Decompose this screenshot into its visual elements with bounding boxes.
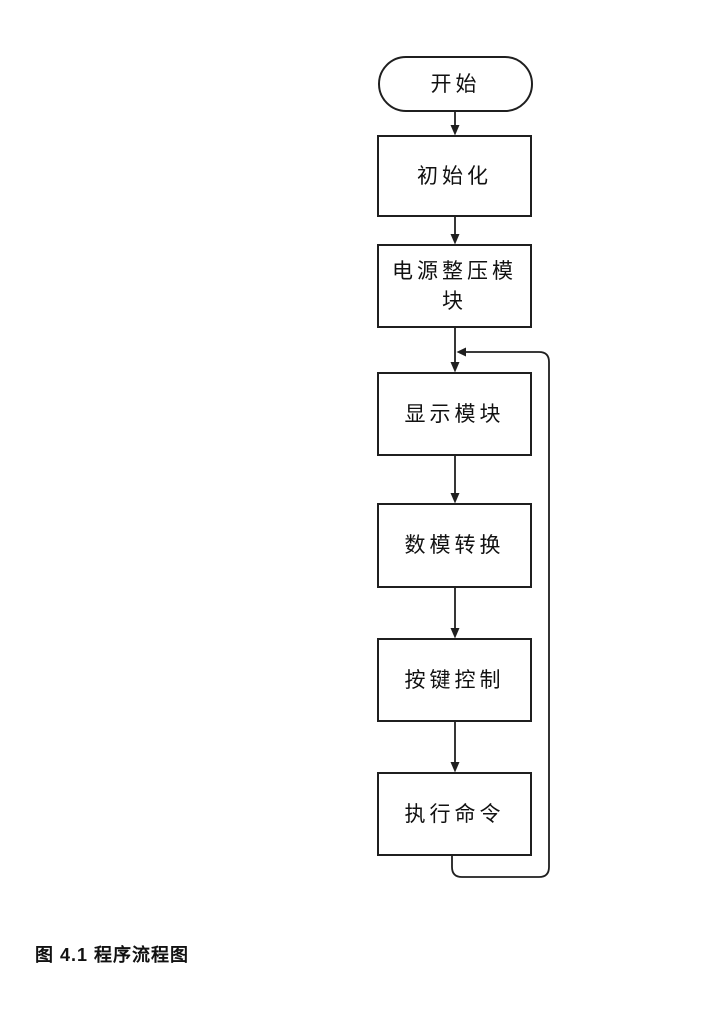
arrowhead-down-icon [450, 362, 460, 373]
flow-node-label: 显示模块 [404, 401, 505, 426]
flow-node-label: 执行命令 [404, 801, 505, 826]
flow-node-label: 按键控制 [404, 667, 505, 692]
arrowhead-left-icon [456, 347, 466, 357]
arrowhead-down-icon [450, 762, 460, 773]
flow-node-power-module: 电源整压模块 [377, 244, 532, 328]
flow-node-display-module: 显示模块 [377, 372, 532, 456]
flow-node-key-control: 按键控制 [377, 638, 532, 722]
flow-node-label: 电源整压模块 [392, 258, 517, 313]
flow-node-execute-command: 执行命令 [377, 772, 532, 856]
flow-node-label: 数模转换 [404, 533, 505, 558]
flow-node-dac: 数模转换 [377, 503, 532, 588]
arrowhead-down-icon [450, 125, 460, 136]
arrowhead-down-icon [450, 493, 460, 504]
flow-node-init: 初始化 [377, 135, 532, 217]
figure-caption: 图 4.1 程序流程图 [35, 945, 190, 965]
flow-node-label: 开始 [430, 71, 481, 96]
arrowhead-down-icon [450, 628, 460, 639]
arrowhead-down-icon [450, 234, 460, 245]
flow-node-label: 初始化 [417, 163, 492, 188]
flow-node-start: 开始 [378, 56, 533, 112]
